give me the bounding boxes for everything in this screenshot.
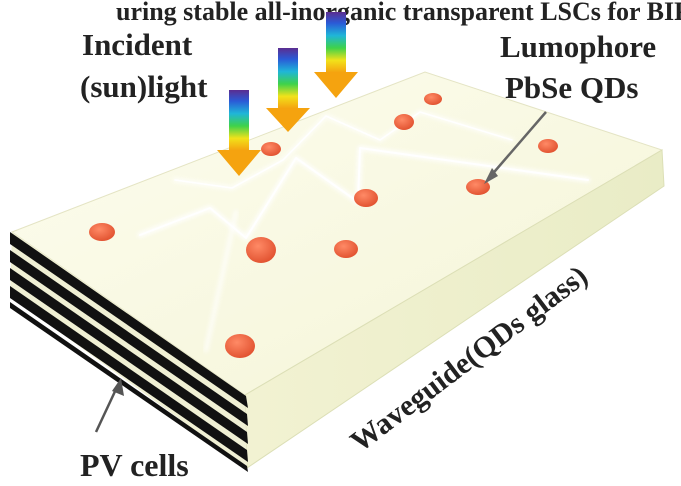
caption-fragment: uring stable all-inorganic transparent L… [116,0,681,26]
quantum-dot [466,179,490,195]
rainbow-arrow-icon [217,90,261,176]
quantum-dots [89,93,558,358]
quantum-dot [354,189,378,207]
quantum-dot [394,114,414,130]
pointer-arrow-icon [94,378,124,433]
pv-cells-label: PV cells [80,447,189,483]
quantum-dot [89,223,115,241]
rainbow-arrow-icon [266,48,310,132]
quantum-dot [261,142,281,156]
quantum-dot [246,237,276,263]
pointer-arrow-icon [484,111,547,184]
rainbow-arrow-icon [314,12,358,98]
incident-light-label-line1: Incident [82,27,193,62]
quantum-dot [424,93,442,105]
quantum-dot [538,139,558,153]
quantum-dot [334,240,358,258]
quantum-dot [225,334,255,358]
lumophore-label-line1: Lumophore [500,29,656,64]
incident-light-label-line2: (sun)light [80,69,208,104]
light-trails [137,110,591,352]
lumophore-label-line2: PbSe QDs [505,70,639,105]
pv-cells [10,232,248,472]
